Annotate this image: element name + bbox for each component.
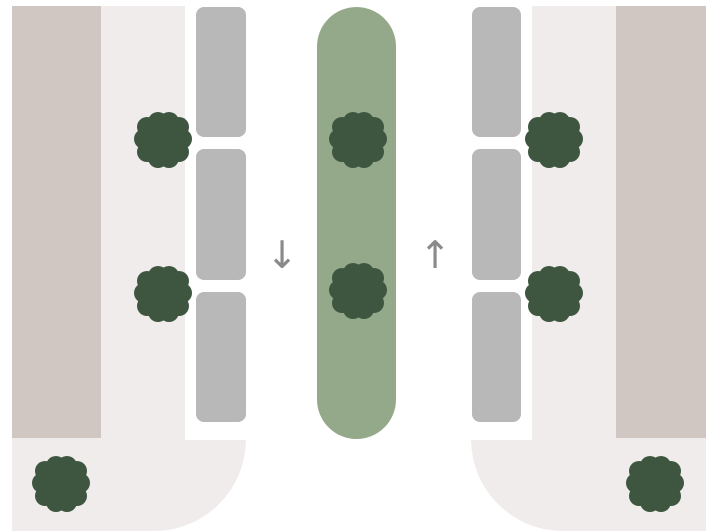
median [317,7,396,439]
left-sidewalk [101,6,185,440]
median-tree [329,112,387,168]
right-parking-space [472,149,521,280]
southbound-arrow: ↓ [266,233,298,277]
right-sidewalk-tree [525,112,583,168]
right-parking-space [472,7,521,137]
right-corner-tree [626,456,684,512]
median-tree [329,263,387,319]
right-parking-space [472,292,521,422]
right-building [616,6,706,438]
northbound-arrow: ↑ [419,233,451,277]
left-building [12,6,101,438]
left-parking-space [196,292,246,422]
left-parking-space [196,149,246,280]
right-sidewalk-tree [525,266,583,322]
left-sidewalk-tree [134,112,192,168]
left-corner-tree [32,456,90,512]
left-sidewalk-tree [134,266,192,322]
left-parking-space [196,7,246,137]
right-sidewalk [532,6,616,440]
